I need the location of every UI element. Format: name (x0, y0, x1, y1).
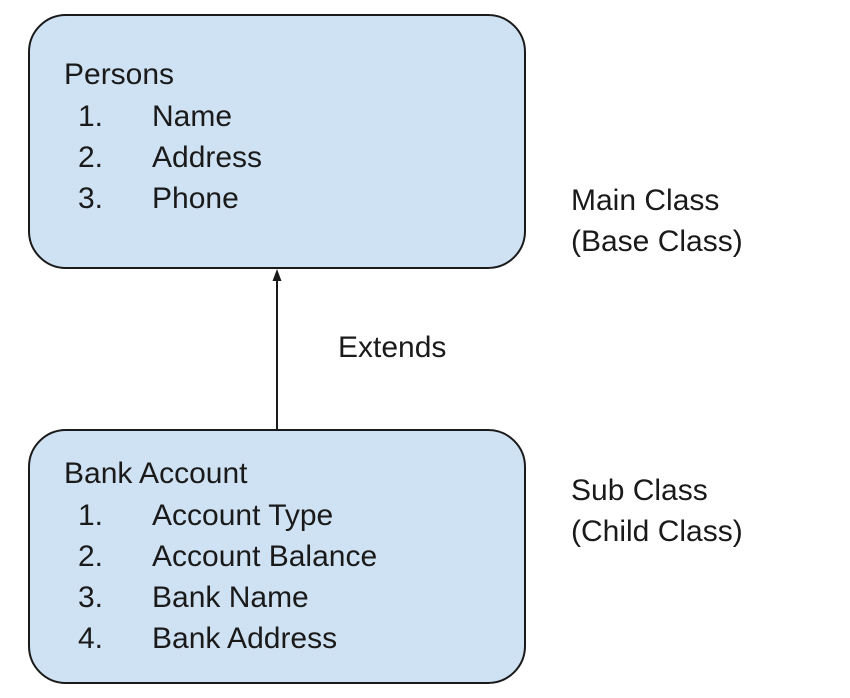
list-item-label: Account Type (152, 499, 334, 532)
list-item-number: 2. (78, 540, 104, 573)
sub-class-label-line2: (Child Class) (571, 515, 743, 548)
sub-class-label: Sub Class (Child Class) (571, 470, 743, 552)
sub-class-title: Bank Account (64, 457, 248, 490)
main-class-label-line1: Main Class (571, 184, 720, 217)
extends-label: Extends (338, 331, 447, 364)
sub-class-box: Bank Account 1. Account Type 2. Account … (28, 429, 526, 684)
list-item-label: Name (152, 100, 233, 133)
list-item-label: Bank Name (152, 581, 309, 614)
list-item-number: 3. (78, 581, 104, 614)
list-item-number: 3. (78, 182, 104, 215)
main-class-label: Main Class (Base Class) (571, 180, 743, 262)
arrowhead-icon (272, 269, 282, 281)
list-item-number: 1. (78, 100, 104, 133)
list-item-number: 4. (78, 622, 104, 655)
list-item-number: 1. (78, 499, 104, 532)
list-item-label: Address (152, 141, 263, 174)
main-class-label-line2: (Base Class) (571, 225, 743, 258)
sub-class-label-line1: Sub Class (571, 474, 708, 507)
list-item-number: 2. (78, 141, 104, 174)
list-item-label: Account Balance (152, 540, 378, 573)
list-item-label: Bank Address (152, 622, 338, 655)
base-class-box: Persons 1. Name 2. Address 3. Phone (28, 14, 526, 269)
base-class-title: Persons (64, 58, 175, 91)
list-item-label: Phone (152, 182, 239, 215)
